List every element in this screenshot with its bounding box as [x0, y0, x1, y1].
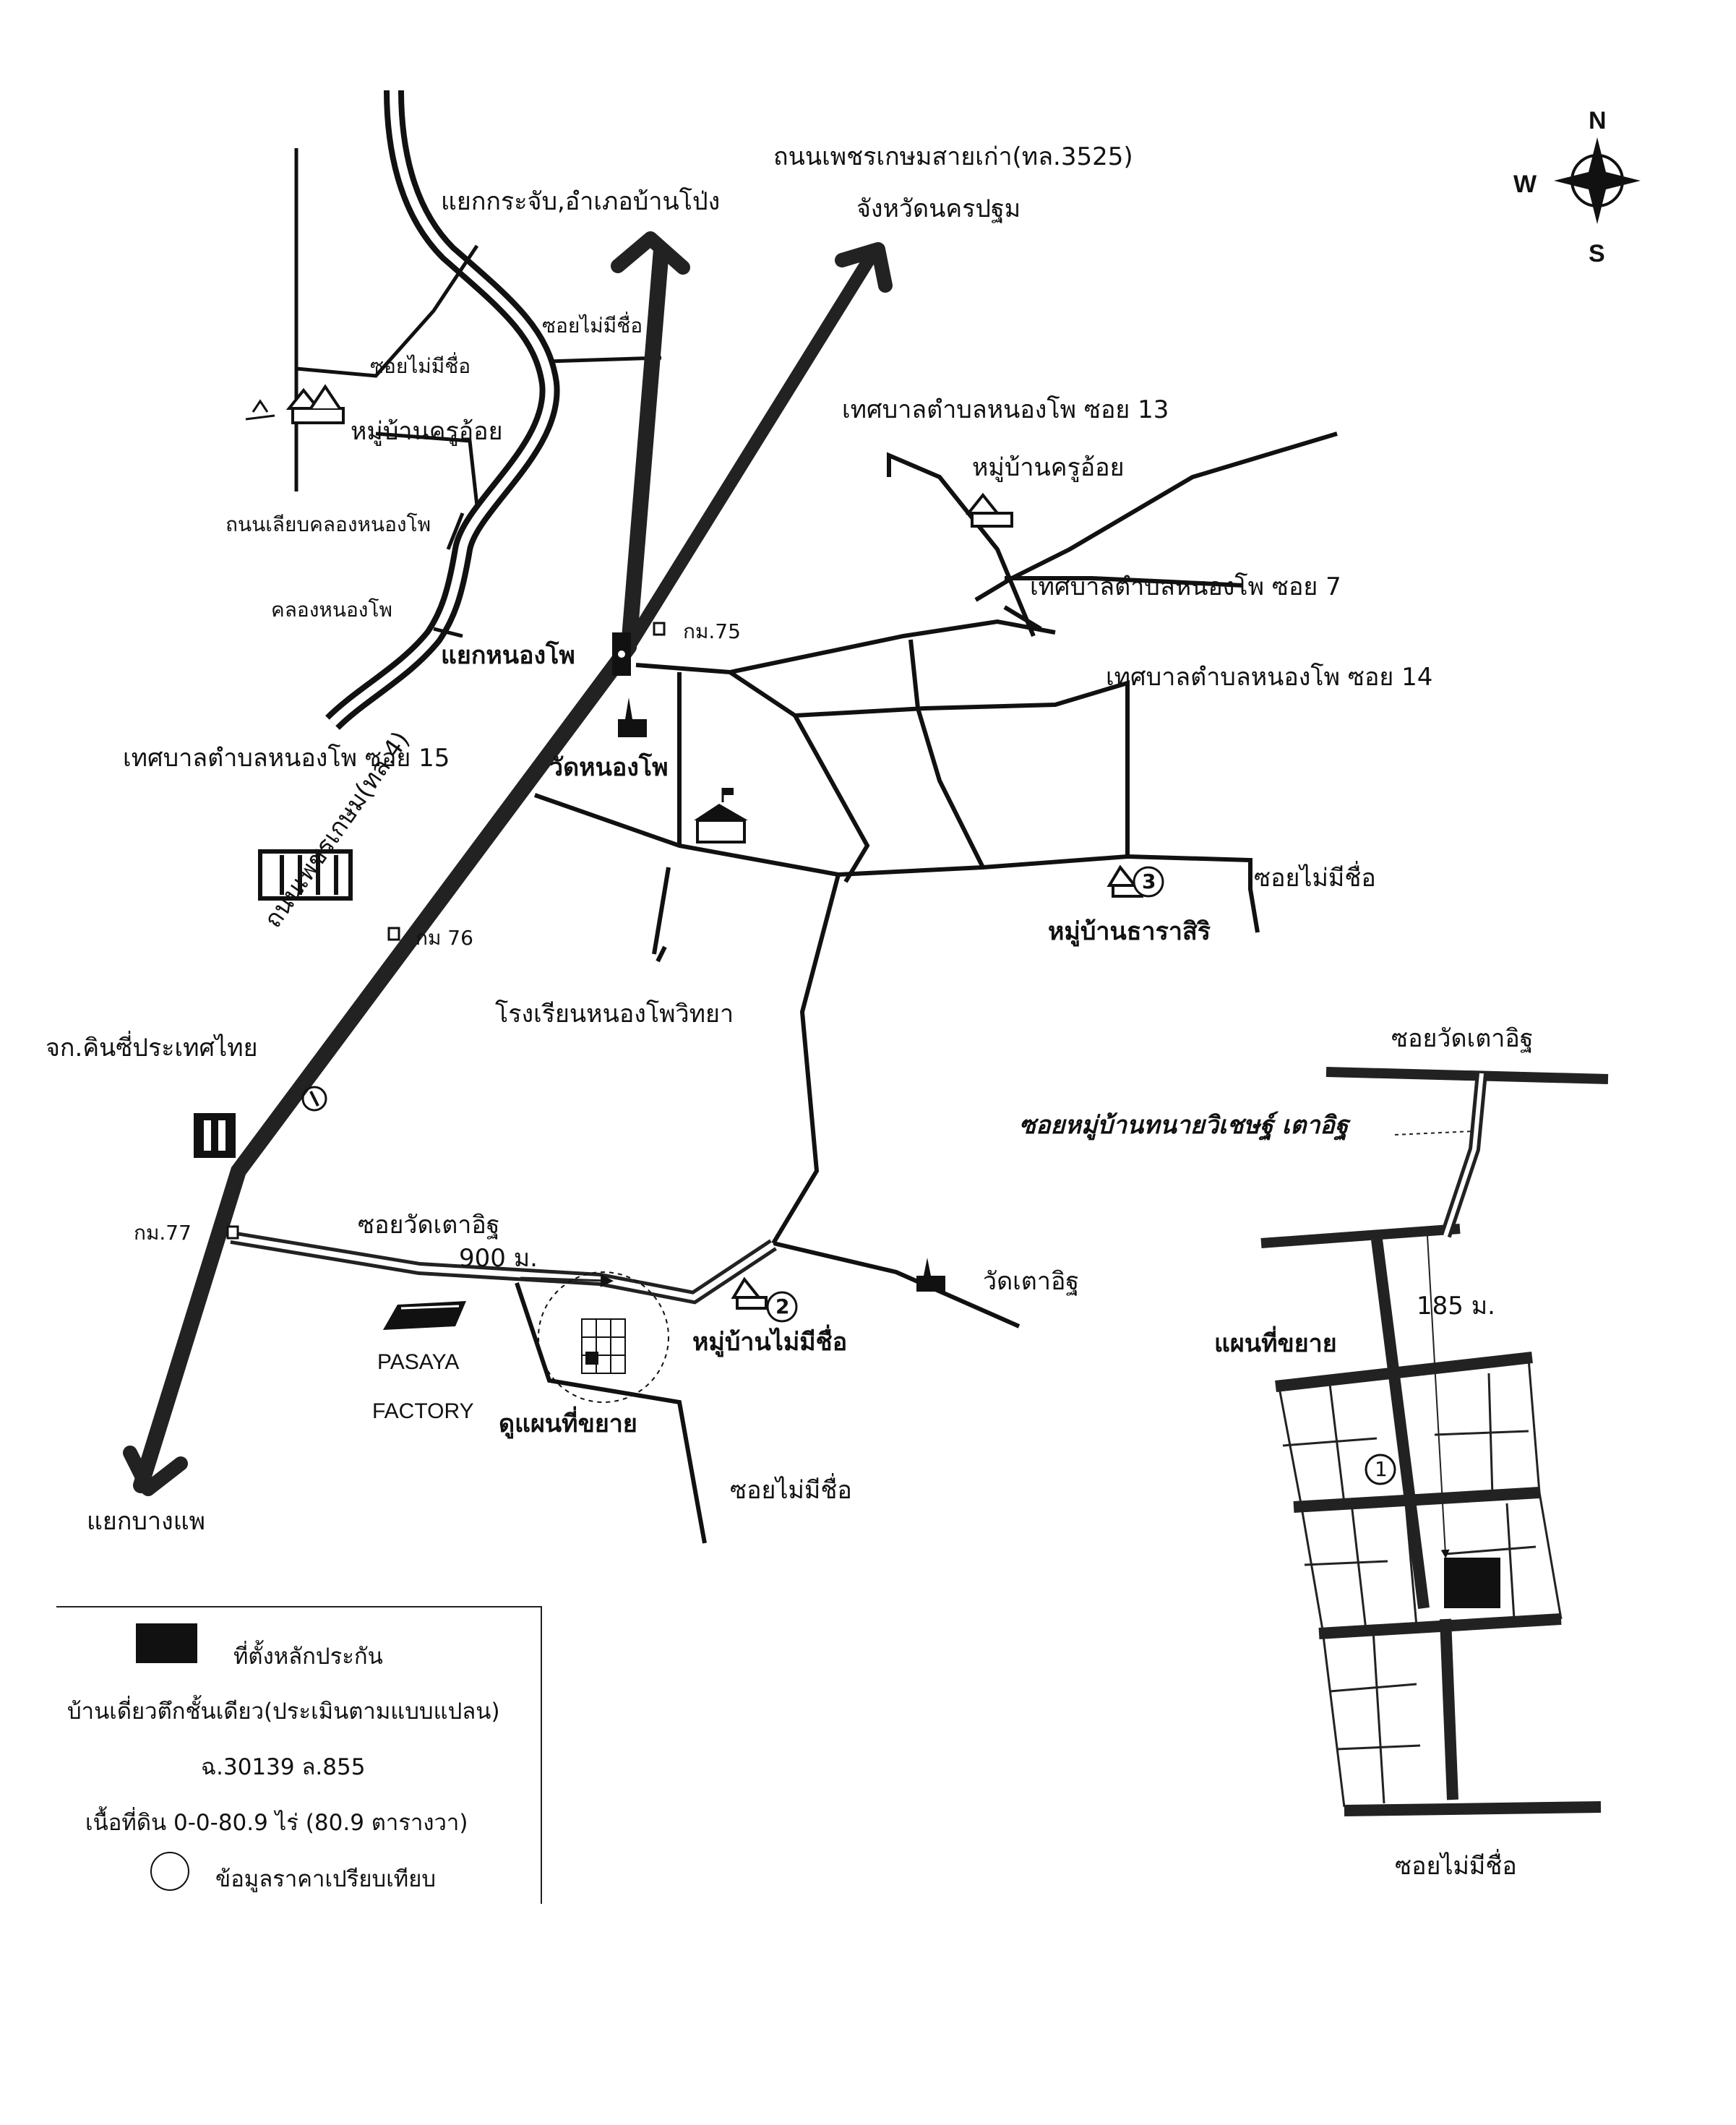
bang-phae-label: แยกบางแพ [87, 1507, 206, 1536]
nong-pho-junction-label: แยกหนองโพ [441, 641, 575, 670]
marker-3-label: 3 [1142, 870, 1156, 893]
gas-station-icon [301, 1086, 327, 1112]
km-post-icon [226, 622, 666, 1240]
inset-bottom-road-label: ซอยไม่มีชื่อ [1395, 1852, 1517, 1881]
factory-icon [383, 1301, 466, 1330]
boat-icon [245, 399, 275, 421]
unnamed-soi-right-label: ซอยไม่มีชื่อ [1254, 864, 1376, 893]
unnamed-soi-left-label: ซอยไม่มีชื่อ [370, 354, 471, 378]
distance-900-label: 900 ม. [459, 1244, 538, 1273]
marker-circles [766, 866, 1396, 1485]
shop-building-icon [258, 849, 353, 901]
bypass-road-label: ถนนเลียบคลองหนองโพ [225, 512, 431, 536]
local-roads-northwest [294, 148, 662, 638]
legend-house-type: บ้านเดี่ยวตึกชั้นเดียว(ประเมินตามแบบแปลน… [67, 1699, 500, 1725]
krachap-junction-label: แยกกระจับ,อำเภอบ้านโป่ง [441, 187, 721, 216]
kinsi-logo-icon [194, 1113, 236, 1158]
inset-village-soi-label: ซอยหมู่บ้านทนายวิเชษฐ์ เตาอิฐ [1019, 1111, 1349, 1140]
enlarged-map-label: แผนที่ขยาย [1214, 1329, 1337, 1358]
legend-collateral-location: ที่ตั้งหลักประกัน [233, 1644, 383, 1670]
soi13-label: เทศบาลตำบลหนองโพ ซอย 13 [842, 395, 1169, 424]
comparable-area-circle [538, 1271, 669, 1403]
village-thara-siri-label: หมู่บ้านธาราสิริ [1048, 917, 1211, 946]
km75-label: กม.75 [683, 619, 741, 643]
village-house-icon [1107, 864, 1143, 898]
inset-map [1260, 1067, 1609, 1816]
compass-rose-icon [1554, 137, 1641, 224]
inset-top-road-label: ซอยวัดเตาอิฐ [1391, 1024, 1534, 1053]
traffic-light-icon [612, 632, 631, 676]
temple-icon [618, 697, 647, 737]
school-flag-icon [694, 788, 748, 843]
soi-wat-tao-it-road [230, 1231, 777, 1305]
marker-1-label: 1 [1375, 1457, 1388, 1481]
collateral-swatch [136, 1623, 197, 1663]
km77-label: กม.77 [134, 1221, 192, 1245]
road-arrows [123, 231, 893, 1496]
local-roads-east [534, 432, 1338, 1328]
legend-comparable-price: ข้อมูลราคาเปรียบเทียบ [215, 1866, 437, 1892]
see-enlarged-label: ดูแผนที่ขยาย [499, 1409, 637, 1438]
soi14-label: เทศบาลตำบลหนองโพ ซอย 14 [1106, 663, 1433, 692]
village-house-icon [285, 384, 345, 424]
soi15-label: เทศบาลตำบลหนองโพ ซอย 15 [123, 744, 450, 773]
collateral-plot-marker [1444, 1558, 1500, 1608]
kinsi-thailand-label: จก.คินซี่ประเทศไทย [46, 1034, 258, 1062]
wat-nong-pho-label: วัดหนองโพ [549, 753, 669, 782]
comparable-circle-icon [150, 1852, 189, 1891]
wat-tao-it-label: วัดเตาอิฐ [983, 1267, 1080, 1296]
unnamed-soi-bottom-label: ซอยไม่มีชื่อ [730, 1476, 852, 1505]
distance-185-label: 185 ม. [1417, 1292, 1495, 1321]
map-legend: ที่ตั้งหลักประกัน บ้านเดี่ยวตึกชั้นเดียว… [56, 1606, 542, 1904]
legend-deed: ฉ.30139 ล.855 [201, 1754, 366, 1780]
village-kru-oi-right-label: หมู่บ้านครูอ้อย [972, 453, 1125, 482]
unnamed-soi-top-label: ซอยไม่มีชื่อ [542, 314, 643, 338]
temple-icon [916, 1258, 945, 1292]
marker-2-label: 2 [775, 1295, 790, 1318]
compass-n: N [1589, 107, 1607, 134]
km76-label: กม 76 [416, 926, 473, 950]
nakhon-pathom-label: จังหวัดนครปฐม [856, 194, 1021, 223]
village-kru-oi-left-label: หมู่บ้านครูอ้อย [351, 417, 503, 446]
nong-pho-canal-line [325, 90, 560, 731]
factory-label: FACTORY [372, 1399, 474, 1423]
soi-bottom-road [515, 1282, 707, 1544]
phetkasem-road-line [133, 241, 877, 1493]
old-phetkasem-road-label: ถนนเพชรเกษมสายเก่า(ทล.3525) [773, 142, 1133, 171]
village-house-icon [731, 1276, 768, 1310]
compass-s: S [1589, 240, 1605, 267]
village-unnamed-label: หมู่บ้านไม่มีชื่อ [692, 1328, 848, 1357]
nong-pho-canal-label: คลองหนองโพ [271, 598, 392, 622]
legend-land-area: เนื้อที่ดิน 0-0-80.9 ไร่ (80.9 ตารางวา) [85, 1810, 468, 1836]
nong-pho-school-label: โรงเรียนหนองโพวิทยา [495, 1000, 734, 1029]
soi-wat-tao-it-label: ซอยวัดเตาอิฐ [358, 1211, 500, 1240]
pasaya-label: PASAYA [377, 1350, 460, 1374]
compass-w: W [1513, 171, 1537, 198]
soi7-label: เทศบาลตำบลหนองโพ ซอย 7 [1030, 572, 1341, 601]
village-house-icon [965, 492, 1013, 528]
